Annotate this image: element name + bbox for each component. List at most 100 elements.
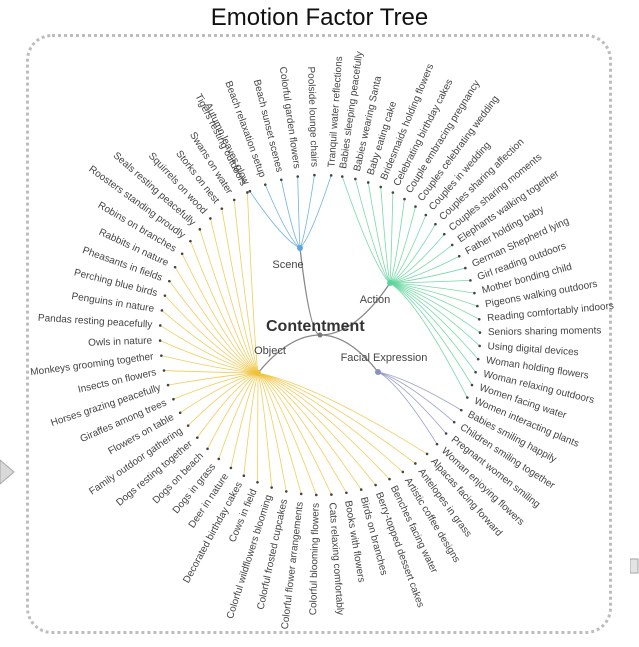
leaf-dot [263,183,267,186]
leaf-dot [160,354,163,357]
leaf-dot [248,189,252,193]
leaf-dot [242,474,246,478]
leaf-dot [178,411,182,415]
leaf-edge [367,182,391,284]
trunk-edge [257,334,321,374]
diagram-frame [26,34,612,634]
leaf-label: Seniors sharing moments [488,325,602,338]
leaf-edge [389,267,466,284]
leaf-edge [257,372,273,488]
leaf-edge [230,372,259,468]
leaf-dot [476,304,479,308]
leaf-dot [403,197,406,201]
leaf-edge [190,240,259,374]
leaf-dot [424,213,428,217]
leaf-dot [195,436,199,439]
leaf-dot [434,222,437,226]
leaf-edge [389,279,471,284]
leaf-dot [478,331,482,334]
right-arrow-icon [630,558,639,574]
leaf-edge [249,190,301,249]
leaf-dot [435,442,439,446]
leaf-dot [457,254,461,258]
leaf-edge [380,186,391,284]
leaf-dot [299,492,303,496]
leaf-dot [256,480,259,484]
leaf-dot [452,420,456,424]
leaf-dot [229,466,233,470]
leaf-edge [299,175,332,249]
leaf-edge [377,371,438,445]
leaf-edge [243,372,259,476]
leaf-edge [389,282,476,373]
leaf-dot [180,252,184,256]
leaf-dot [330,493,333,496]
leaf-label: Cats relaxing comfortably [326,502,345,615]
leaf-edge [389,233,445,284]
diagram-title: Emotion Factor Tree [210,4,429,31]
trunk-edge [319,334,379,373]
leaf-edge [389,282,481,333]
leaf-edge [181,253,259,374]
leaf-dot [217,457,221,461]
leaf-edge [297,176,301,249]
leaf-edge [257,372,332,495]
leaf-dot [359,488,363,491]
leaf-edge [389,282,473,386]
leaf-dot [232,198,236,202]
branch-label: Object [254,345,286,357]
leaf-label: Poolside lounge chairs [305,66,320,167]
leaf-edge [233,199,259,374]
leaf-edge [257,372,362,490]
leaf-dot [401,470,405,474]
leaf-dot [477,317,481,321]
leaf-edge [389,244,453,284]
leaf-edge [389,192,394,284]
leaf-edge [389,282,478,307]
leaf-edge [257,372,302,494]
root-dot [317,332,323,338]
leaf-edge [257,372,376,486]
leaf-edge [389,255,460,284]
leaf-dot [279,178,283,182]
leaf-edge [179,372,259,414]
leaf-edge [257,372,416,464]
leaf-dot [465,396,469,399]
leaf-dot [284,490,288,493]
leaf-edge [389,282,480,347]
leaf-dot [473,291,476,295]
leaf-dot [464,266,467,270]
leaf-dot [160,309,164,312]
leaf-dot [470,383,474,387]
root-label: Contentment [266,318,365,335]
leaf-edge [187,372,259,426]
leaf-edge [207,372,259,449]
leaf-edge [218,372,259,460]
leaf-edge [257,372,347,494]
leaf-dot [168,279,171,283]
leaf-edge [389,206,416,284]
leaf-dot [414,462,417,465]
leaf-dot [246,191,249,194]
leaf-edge [377,371,447,434]
leaf-label: Pandas resting peacefully [38,313,153,331]
leaf-dot [163,294,167,297]
leaf-edge [257,372,317,496]
leaf-dot [391,191,395,194]
leaf-dot [345,491,348,495]
leaf-dot [329,174,333,177]
leaf-edge [389,282,468,398]
leaf-dot [166,383,170,387]
leaf-dot [388,477,391,481]
leaf-edge [159,340,259,374]
leaf-dot [270,486,273,489]
leaf-edge [196,372,259,438]
leaf-dot [478,344,481,348]
leaf-edge [377,371,462,411]
leaf-dot [354,177,357,181]
leaf-edge [354,178,391,284]
leaf-edge [163,370,259,374]
branch-label: Facial Expression [341,352,428,364]
leaf-edge [167,372,259,386]
